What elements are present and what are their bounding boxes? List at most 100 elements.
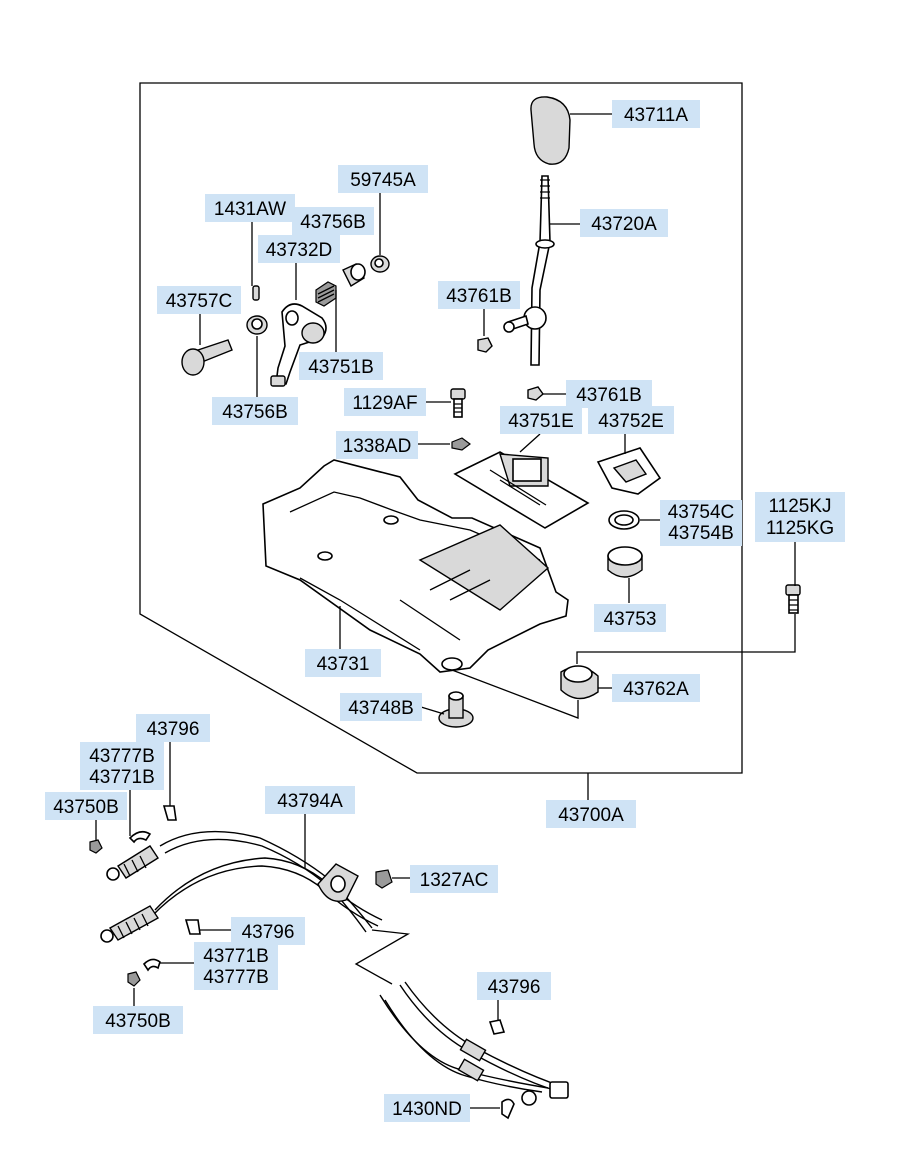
clip-1430nd-part	[501, 1098, 515, 1120]
svg-text:1431AW: 1431AW	[214, 199, 286, 220]
svg-text:43732D: 43732D	[266, 240, 333, 261]
svg-text:43796: 43796	[242, 922, 295, 943]
label-43751E: 43751E	[500, 406, 582, 434]
label-43750B-a: 43750B	[45, 792, 127, 820]
nut-43761b-right	[527, 386, 544, 401]
retainer-43777b-a-part	[128, 830, 152, 844]
label-43771B-43777B-b: 43771B 43777B	[194, 942, 278, 990]
mount-43748b	[438, 691, 474, 728]
svg-text:43750B: 43750B	[105, 1011, 171, 1032]
cable-break-line	[354, 929, 411, 985]
shift-knob-part	[530, 96, 571, 165]
clip-43796-a-part	[162, 805, 177, 821]
svg-text:59745A: 59745A	[350, 170, 416, 191]
label-43731: 43731	[305, 649, 381, 677]
label-43757C: 43757C	[157, 286, 241, 314]
svg-text:43751B: 43751B	[308, 357, 374, 378]
label-43796-b: 43796	[231, 917, 305, 945]
bushing-43753	[607, 546, 643, 578]
svg-text:43756B: 43756B	[300, 212, 366, 233]
label-43777B-43771B-a: 43777B 43771B	[80, 742, 164, 790]
svg-text:43752E: 43752E	[598, 411, 664, 432]
spring-43751b	[315, 281, 337, 307]
label-1327AC: 1327AC	[410, 865, 498, 893]
shift-lever-part	[503, 175, 555, 366]
base-bracket-43731	[262, 459, 569, 673]
label-1129AF: 1129AF	[344, 388, 426, 416]
bushing-43756b-bottom	[246, 315, 268, 335]
bolt-1129af	[450, 388, 466, 418]
retainer-43771b-b-part	[142, 958, 161, 972]
label-1125KJ-KG: 1125KJ 1125KG	[755, 492, 845, 542]
shift-gate-43751e	[453, 451, 590, 529]
svg-text:43771B: 43771B	[89, 767, 155, 788]
svg-text:43794A: 43794A	[277, 791, 343, 812]
nut-43761b-left	[477, 337, 493, 353]
label-1338AD: 1338AD	[336, 431, 418, 459]
label-43752E: 43752E	[588, 406, 674, 434]
label-43748B: 43748B	[340, 693, 422, 721]
svg-text:43761B: 43761B	[446, 286, 512, 307]
label-43761B-left: 43761B	[438, 281, 520, 309]
bushing-59745a	[370, 255, 390, 273]
shift-cable-assembly	[100, 830, 569, 1106]
nut-43750b-b-part	[127, 971, 141, 987]
label-43762A: 43762A	[612, 674, 700, 702]
svg-text:43748B: 43748B	[348, 698, 414, 719]
svg-text:43796: 43796	[488, 977, 541, 998]
label-43753: 43753	[594, 604, 666, 632]
svg-text:43731: 43731	[317, 654, 370, 675]
label-43750B-b: 43750B	[93, 1006, 183, 1034]
assembly-frame	[139, 82, 743, 774]
svg-text:1327AC: 1327AC	[420, 870, 489, 891]
label-43754C-B: 43754C 43754B	[660, 500, 742, 546]
svg-text:43751E: 43751E	[508, 411, 574, 432]
svg-text:43777B: 43777B	[203, 967, 269, 988]
label-43720A: 43720A	[580, 209, 668, 237]
label-43751B: 43751B	[299, 352, 383, 380]
svg-text:43711A: 43711A	[624, 105, 688, 126]
svg-text:43754B: 43754B	[668, 523, 734, 544]
label-43794A: 43794A	[265, 786, 355, 814]
svg-text:43750B: 43750B	[53, 797, 119, 818]
mount-line	[451, 669, 579, 719]
nut-1338ad	[451, 437, 471, 451]
svg-text:43761B: 43761B	[576, 385, 642, 406]
pin-1431aw	[252, 285, 260, 301]
label-43756B-top: 43756B	[292, 207, 374, 235]
svg-text:1430ND: 1430ND	[392, 1099, 462, 1120]
nut-43750b-a-part	[89, 839, 103, 854]
svg-text:43700A: 43700A	[558, 805, 624, 826]
nut-1327ac-part	[375, 869, 393, 889]
label-1430ND: 1430ND	[384, 1094, 470, 1122]
bolt-1125kj	[785, 584, 801, 614]
grommet-43762a	[560, 665, 599, 700]
clip-ring-43754	[608, 510, 640, 530]
svg-text:43756B: 43756B	[222, 402, 288, 423]
label-43761B-right: 43761B	[566, 380, 652, 408]
svg-text:43720A: 43720A	[591, 214, 657, 235]
label-43700A: 43700A	[546, 800, 636, 828]
clip-43796-b-part	[184, 919, 201, 935]
label-1431AW: 1431AW	[205, 194, 295, 222]
label-43732D: 43732D	[258, 235, 340, 263]
svg-text:43777B: 43777B	[89, 746, 155, 767]
svg-text:1129AF: 1129AF	[352, 393, 417, 414]
lever-bracket-43732d	[270, 303, 327, 387]
label-59745A: 59745A	[338, 165, 428, 193]
pin-43757c	[181, 339, 233, 376]
label-43711A: 43711A	[612, 100, 700, 128]
bushing-43756b-top	[342, 263, 366, 287]
leader-lines	[95, 113, 796, 1109]
svg-text:43753: 43753	[604, 609, 657, 630]
label-43796-a: 43796	[136, 714, 210, 742]
gate-cover-43752e	[596, 447, 662, 495]
svg-text:43754C: 43754C	[668, 502, 735, 523]
svg-text:43757C: 43757C	[166, 291, 233, 312]
svg-text:43796: 43796	[147, 719, 200, 740]
label-43756B-bottom: 43756B	[212, 397, 298, 425]
svg-text:43771B: 43771B	[203, 946, 269, 967]
svg-text:1338AD: 1338AD	[343, 436, 412, 457]
label-43796-c: 43796	[477, 972, 551, 1000]
